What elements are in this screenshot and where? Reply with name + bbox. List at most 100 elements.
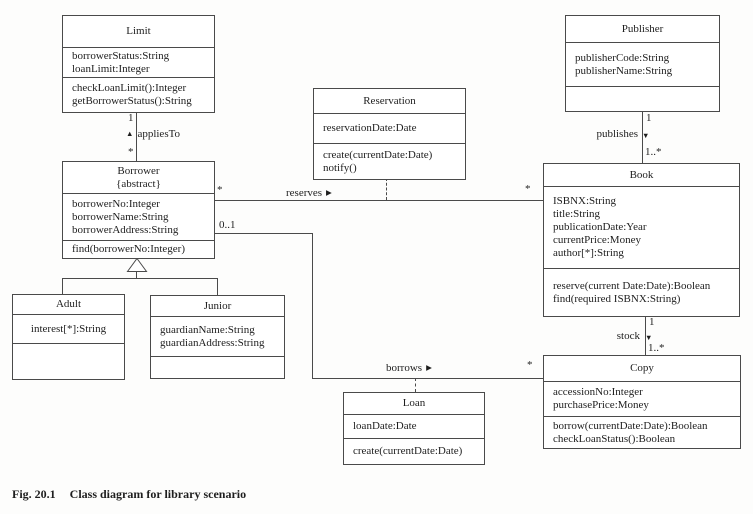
class-title-text: Copy: [630, 362, 654, 374]
class-reservation: Reservation reservationDate:Date create(…: [313, 88, 466, 180]
borrows-association-line-segment-3: [312, 378, 543, 379]
association-name: reserves: [286, 187, 323, 199]
applies-to-multiplicity-limit: 1: [128, 112, 134, 124]
borrows-association-line-segment-1: [215, 233, 313, 234]
attribute: loanLimit:Integer: [72, 62, 150, 75]
attribute: borrowerNo:Integer: [72, 197, 160, 210]
class-book-attributes: ISBNX:String title:String publicationDat…: [544, 186, 739, 268]
stock-multiplicity-book: 1: [649, 316, 655, 328]
class-book-methods: reserve(current Date:Date):Boolean find(…: [544, 268, 739, 316]
class-publisher-attributes: publisherCode:String publisherName:Strin…: [566, 42, 719, 86]
attribute: purchasePrice:Money: [553, 399, 649, 411]
class-publisher: Publisher publisherCode:String publisher…: [565, 15, 720, 112]
attribute: ISBNX:String: [553, 195, 616, 207]
class-reservation-title: Reservation: [314, 89, 465, 113]
reserves-association-line: [215, 200, 543, 201]
attribute: borrowerName:String: [72, 210, 169, 223]
up-direction-arrow-icon: ▲: [126, 129, 134, 138]
class-stereotype-text: {abstract}: [116, 177, 161, 190]
attribute: guardianAddress:String: [160, 336, 265, 349]
attribute: borrowerStatus:String: [72, 49, 170, 62]
method: find(required ISBNX:String): [553, 292, 681, 305]
class-limit-methods: checkLoanLimit():Integer getBorrowerStat…: [63, 77, 214, 112]
class-title-text: Publisher: [621, 22, 664, 35]
class-adult: Adult interest[*]:String: [12, 294, 125, 380]
class-title-text: Adult: [55, 298, 82, 310]
figure-title: Class diagram for library scenario: [69, 487, 247, 501]
attribute: title:String: [553, 208, 601, 220]
method: borrow(currentDate:Date):Boolean: [553, 419, 708, 432]
class-junior: Junior guardianName:String guardianAddre…: [150, 295, 285, 379]
class-reservation-methods: create(currentDate:Date) notify(): [314, 143, 465, 179]
method: reserve(current Date:Date):Boolean: [553, 279, 711, 292]
generalization-adult-line: [62, 278, 63, 294]
loan-association-class-dashed-line: [415, 378, 416, 392]
class-adult-attributes: interest[*]:String: [13, 314, 124, 343]
borrows-multiplicity-copy: *: [527, 359, 533, 371]
stock-association-line: [645, 315, 646, 355]
reservation-association-class-dashed-line: [386, 178, 387, 200]
class-title-text: Book: [629, 168, 654, 181]
publishes-label: publishes: [596, 128, 638, 140]
class-title-text: Limit: [126, 25, 151, 37]
attribute: loanDate:Date: [353, 420, 417, 432]
class-borrower-methods: find(borrowerNo:Integer): [63, 240, 214, 258]
stock-label: stock: [616, 330, 640, 342]
publishes-association-line: [642, 110, 643, 163]
method: find(borrowerNo:Integer): [72, 243, 186, 255]
method: notify(): [323, 161, 357, 174]
class-book-title: Book: [544, 164, 739, 186]
attribute: interest[*]:String: [30, 322, 107, 335]
borrows-label: borrows ▶: [386, 362, 432, 374]
applies-to-multiplicity-borrower: *: [128, 146, 134, 158]
class-publisher-methods: [566, 86, 719, 111]
applies-to-association-line: [136, 111, 137, 161]
attribute: currentPrice:Money: [553, 234, 641, 246]
attribute: reservationDate:Date: [323, 122, 417, 134]
association-name: borrows: [386, 362, 423, 374]
method: checkLoanLimit():Integer: [72, 82, 187, 94]
borrows-association-line-segment-2: [312, 233, 313, 378]
class-borrower-title: Borrower {abstract}: [63, 162, 214, 193]
class-adult-methods: [13, 343, 124, 379]
class-copy-title: Copy: [544, 356, 740, 381]
method: create(currentDate:Date): [353, 445, 463, 457]
figure-number: Fig. 20.1: [12, 487, 56, 501]
class-junior-title: Junior: [151, 296, 284, 316]
generalization-stub-line: [136, 271, 137, 278]
class-borrower: Borrower {abstract} borrowerNo:Integer b…: [62, 161, 215, 259]
class-book: Book ISBNX:String title:String publicati…: [543, 163, 740, 317]
attribute: publisherCode:String: [575, 51, 670, 64]
class-junior-attributes: guardianName:String guardianAddress:Stri…: [151, 316, 284, 356]
method: create(currentDate:Date): [323, 148, 433, 161]
right-direction-arrow-icon: ▶: [426, 363, 432, 372]
class-copy: Copy accessionNo:Integer purchasePrice:M…: [543, 355, 741, 449]
publishes-multiplicity-publisher: 1: [646, 112, 652, 124]
attribute: author[*]:String: [553, 247, 624, 259]
class-copy-methods: borrow(currentDate:Date):Boolean checkLo…: [544, 416, 740, 448]
class-copy-attributes: accessionNo:Integer purchasePrice:Money: [544, 381, 740, 416]
class-loan: Loan loanDate:Date create(currentDate:Da…: [343, 392, 485, 465]
class-title-text: Reservation: [363, 94, 416, 107]
class-loan-title: Loan: [344, 393, 484, 414]
association-name: appliesTo: [137, 128, 181, 140]
borrows-multiplicity-borrower: 0..1: [219, 219, 236, 231]
generalization-junior-line: [217, 278, 218, 295]
stock-multiplicity-copy: 1..*: [648, 342, 665, 354]
class-publisher-title: Publisher: [566, 16, 719, 42]
class-title-text: Junior: [203, 299, 232, 312]
class-loan-methods: create(currentDate:Date): [344, 438, 484, 464]
class-adult-title: Adult: [13, 295, 124, 314]
attribute: publisherName:String: [575, 64, 673, 77]
figure-caption: Fig. 20.1 Class diagram for library scen…: [12, 487, 246, 502]
class-limit-attributes: borrowerStatus:String loanLimit:Integer: [63, 47, 214, 77]
class-reservation-attributes: reservationDate:Date: [314, 113, 465, 143]
class-borrower-attributes: borrowerNo:Integer borrowerName:String b…: [63, 193, 214, 240]
right-direction-arrow-icon: ▶: [326, 188, 332, 197]
class-limit-title: Limit: [63, 16, 214, 47]
method: getBorrowerStatus():String: [72, 95, 192, 107]
class-limit: Limit borrowerStatus:String loanLimit:In…: [62, 15, 215, 113]
reserves-multiplicity-borrower: *: [217, 184, 223, 196]
generalization-horizontal-line: [62, 278, 218, 279]
